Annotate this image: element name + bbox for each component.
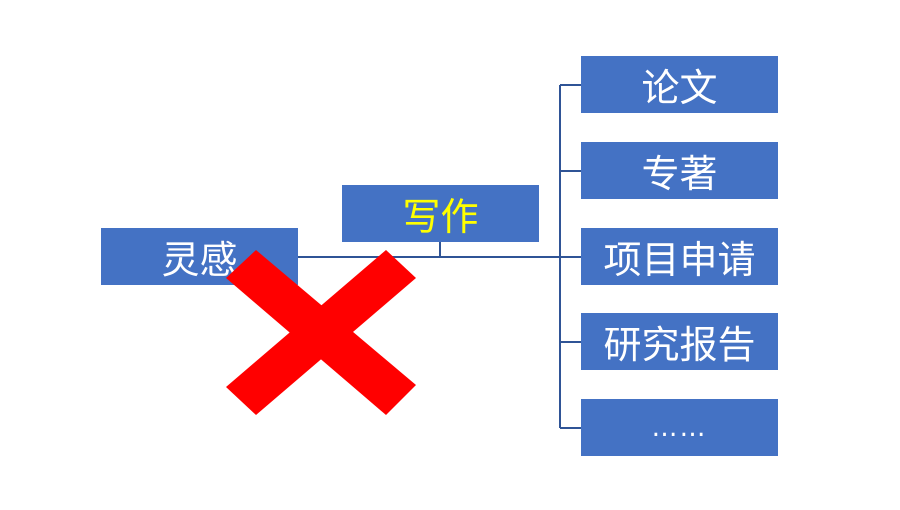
source-node-label: 灵感 — [161, 238, 238, 282]
output-node-label: 研究报告 — [603, 323, 756, 367]
hub-node: 写作 — [342, 185, 539, 242]
source-node: 灵感 — [101, 228, 298, 285]
output-node-3: 项目申请 — [581, 228, 778, 285]
output-node-label: 专著 — [641, 152, 718, 196]
output-node-5: …… — [581, 399, 778, 456]
output-node-4: 研究报告 — [581, 313, 778, 370]
output-node-2: 专著 — [581, 142, 778, 199]
cross-stroke-2 — [226, 250, 416, 415]
output-node-label: 论文 — [641, 66, 718, 110]
output-node-1: 论文 — [581, 56, 778, 113]
output-node-label: 项目申请 — [603, 238, 756, 282]
hub-node-label: 写作 — [402, 195, 479, 239]
red-x-cross-icon — [226, 250, 416, 415]
output-node-label: …… — [651, 412, 708, 443]
